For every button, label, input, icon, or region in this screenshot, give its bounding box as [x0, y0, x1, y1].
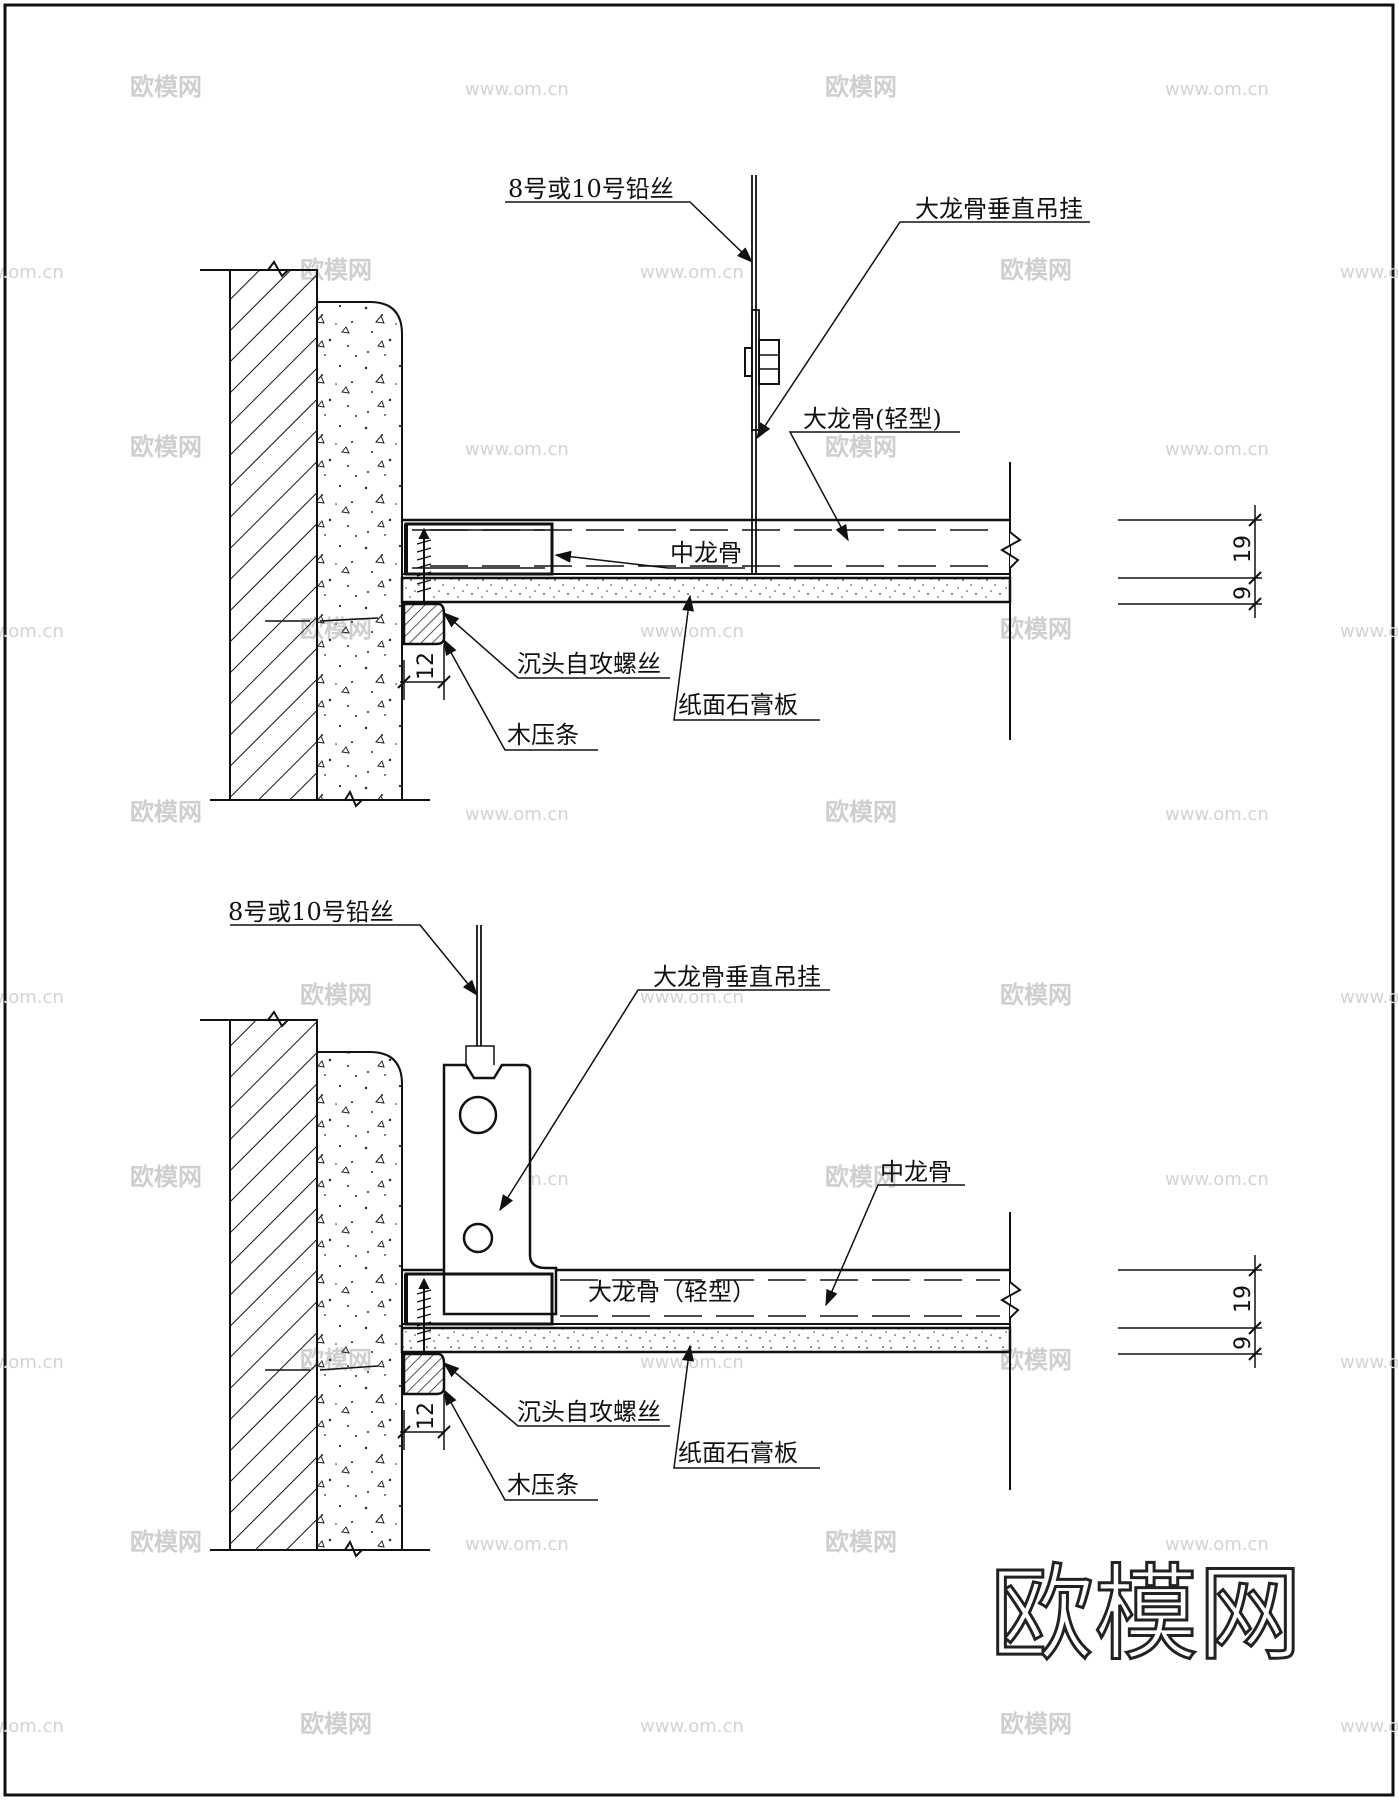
watermark-brand: 欧模网	[1000, 256, 1072, 284]
watermark-url: www.om.cn	[0, 621, 64, 642]
watermark-url: www.om.cn	[1165, 1534, 1269, 1555]
watermark-url: www.om.cn	[0, 262, 64, 283]
dim-9-top: 9	[1231, 586, 1256, 600]
dim-9-bottom: 9	[1231, 1336, 1256, 1350]
watermark-brand: 欧模网	[825, 73, 897, 101]
watermark-url: www.om.cn	[640, 987, 744, 1008]
watermark-url: www.om.cn	[1340, 262, 1398, 283]
leader-hanger	[756, 221, 1090, 440]
watermark-brand: 欧模网	[1000, 615, 1072, 643]
label-wire-top: 8号或10号铅丝	[508, 175, 674, 203]
dim-19-top: 19	[1231, 535, 1256, 563]
label-wire-bottom: 8号或10号铅丝	[228, 898, 394, 926]
watermark-url: www.om.cn	[465, 1534, 569, 1555]
watermark-url: www.om.cn	[0, 1716, 64, 1737]
watermark-brand: 欧模网	[1000, 981, 1072, 1009]
dim-19-bottom: 19	[1231, 1285, 1256, 1313]
label-screw-bottom: 沉头自攻螺丝	[517, 1398, 661, 1426]
watermark-url: www.om.cn	[1165, 79, 1269, 100]
watermark-url: www.om.cn	[1165, 804, 1269, 825]
watermark-url: www.om.cn	[0, 987, 64, 1008]
concrete-layer-top	[316, 301, 403, 801]
leader-screw	[442, 612, 670, 679]
watermark-brand: 欧模网	[825, 1528, 897, 1556]
watermark-url: www.om.cn	[1165, 439, 1269, 460]
watermark-url: www.om.cn	[465, 804, 569, 825]
label-batten-bottom: 木压条	[507, 1471, 579, 1499]
sheet-border	[3, 3, 1395, 1797]
label-batten-top: 木压条	[507, 721, 579, 749]
break-line-top	[200, 260, 310, 278]
watermark-url: www.om.cn	[465, 439, 569, 460]
brick-wall-bottom	[229, 1019, 318, 1551]
watermark-url: www.om.cn	[1340, 1352, 1398, 1373]
leader-main-runner	[788, 431, 960, 542]
label-mid-runner-top: 中龙骨	[670, 539, 742, 567]
watermark-url: www.om.cn	[640, 1716, 744, 1737]
detail-top	[200, 175, 1262, 808]
dim-12-top: 12	[414, 652, 439, 680]
label-hanger-top: 大龙骨垂直吊挂	[915, 195, 1083, 223]
watermark-brand: 欧模网	[825, 1163, 897, 1191]
gypsum-board-top	[400, 576, 1012, 604]
break-line-bottom	[210, 789, 430, 808]
detail-bottom	[200, 924, 1262, 1558]
label-hanger-bottom: 大龙骨垂直吊挂	[653, 963, 821, 991]
watermark-brand: 欧模网	[130, 433, 202, 461]
label-main-runner-bottom: 大龙骨（轻型）	[588, 1278, 756, 1306]
wood-batten-top	[402, 602, 446, 646]
watermark-brand: 欧模网	[130, 1163, 202, 1191]
watermark-brand: 欧模网	[825, 433, 897, 461]
watermark-url: www.om.cn	[1340, 987, 1398, 1008]
watermark-url: www.om.cn	[465, 79, 569, 100]
brand-logo: 欧模网	[990, 1553, 1302, 1675]
watermark-url: www.om.cn	[640, 262, 744, 283]
watermark-url: www.om.cn	[1165, 1169, 1269, 1190]
watermark-brand: 欧模网	[1000, 1346, 1072, 1374]
brick-wall-top	[229, 269, 318, 801]
watermark-url: www.om.cn	[0, 1352, 64, 1373]
watermark-url: www.om.cn	[640, 1352, 744, 1373]
label-main-runner-top: 大龙骨(轻型)	[803, 405, 942, 433]
watermark-url: www.om.cn	[1340, 621, 1398, 642]
leader-wire	[505, 201, 754, 264]
watermark-brand: 欧模网	[130, 73, 202, 101]
watermark-url: www.om.cn	[1340, 1716, 1398, 1737]
dim-12-bottom: 12	[414, 1402, 439, 1430]
label-mid-runner-bottom: 中龙骨	[880, 1158, 952, 1186]
leader-batten	[443, 638, 598, 751]
leader-board	[673, 594, 820, 721]
watermark-brand: 欧模网	[130, 1528, 202, 1556]
label-screw-top: 沉头自攻螺丝	[517, 650, 661, 678]
label-board-bottom: 纸面石膏板	[678, 1439, 798, 1467]
label-board-top: 纸面石膏板	[678, 691, 798, 719]
watermark-brand: 欧模网	[825, 798, 897, 826]
watermark-brand: 欧模网	[1000, 1710, 1072, 1738]
watermark-brand: 欧模网	[300, 981, 372, 1009]
leader-mid-runner	[554, 550, 745, 569]
watermark-url: www.om.cn	[640, 621, 744, 642]
watermark-brand: 欧模网	[300, 1710, 372, 1738]
concrete-layer-bottom	[316, 1051, 403, 1551]
watermark-brand: 欧模网	[130, 798, 202, 826]
